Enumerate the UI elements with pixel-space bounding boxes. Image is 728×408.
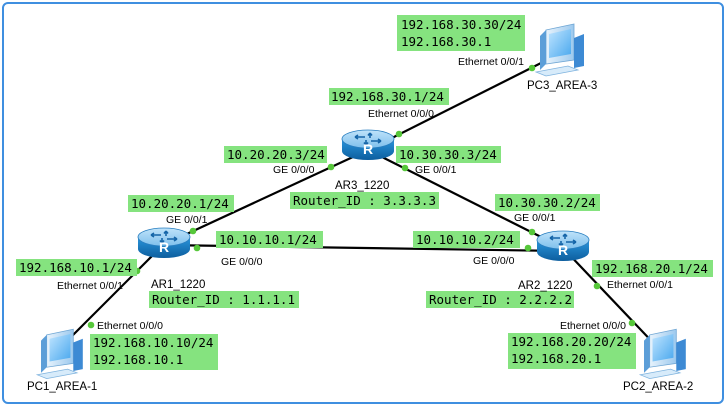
- ar3-router-id: Router_ID : 3.3.3.3: [293, 193, 436, 208]
- ar1-router-id: Router_ID : 1.1.1.1: [152, 292, 295, 307]
- ip-label-bg: [413, 231, 520, 248]
- pc3-gateway: 192.168.30.1: [401, 34, 491, 49]
- port-dot: [528, 228, 536, 236]
- ip-label-bg: [396, 146, 501, 163]
- ip-label-bg: [495, 194, 600, 211]
- port-dot: [87, 321, 95, 329]
- ar3-ge000-port-label: GE 0/0/0: [273, 164, 315, 176]
- router-ar1-icon[interactable]: [137, 227, 191, 259]
- port-dot: [193, 244, 201, 252]
- pc1-icon[interactable]: [36, 328, 84, 380]
- ar1-ethernet-ip: 192.168.10.1/24: [19, 260, 132, 275]
- pc1-ip: 192.168.10.10/24: [93, 335, 213, 350]
- ip-label-bg: [224, 146, 327, 163]
- ar3-ge001-port-label: GE 0/0/1: [415, 164, 457, 176]
- ip-label-bg: [128, 195, 234, 212]
- ar1-ethernet-port-label: Ethernet 0/0/1: [57, 280, 123, 292]
- ip-label-bg: [592, 260, 713, 277]
- ip-label-bg: [329, 88, 449, 105]
- pc1-gateway: 192.168.10.1: [93, 352, 183, 367]
- ar2-ge001-port-label: GE 0/0/1: [514, 212, 556, 224]
- pc2-ip: 192.168.20.20/24: [511, 334, 631, 349]
- ar3-ethernet-ip: 192.168.30.1/24: [331, 89, 444, 104]
- port-dot: [189, 227, 197, 235]
- router-id-bg: [426, 291, 574, 308]
- pc3-name: PC3_AREA-3: [527, 80, 597, 92]
- pc3-port-label: Ethernet 0/0/1: [458, 56, 524, 68]
- ar2-ge000-port-label: GE 0/0/0: [473, 255, 515, 267]
- ar1-ge001-ip: 10.20.20.1/24: [131, 196, 229, 211]
- ip-label-bg: [397, 15, 525, 51]
- ar3-ge000-ip: 10.20.20.3/24: [227, 147, 325, 162]
- port-dot: [401, 164, 409, 172]
- port-dot: [395, 130, 403, 138]
- router-ar3-icon[interactable]: [341, 129, 395, 161]
- ar3-ethernet-port-label: Ethernet 0/0/0: [368, 108, 434, 120]
- ar2-ge001-ip: 10.30.30.2/24: [498, 195, 596, 210]
- ar3-name: AR3_1220: [335, 180, 389, 192]
- pc3-icon[interactable]: [535, 23, 585, 77]
- ip-label-bg: [508, 333, 636, 369]
- ip-label-bg: [16, 259, 137, 276]
- router-ar2-icon[interactable]: [536, 230, 590, 262]
- port-dot: [524, 244, 532, 252]
- ar2-name: AR2_1220: [518, 280, 572, 292]
- ar2-ethernet-ip: 192.168.20.1/24: [595, 261, 708, 276]
- pc1-port-label: Ethernet 0/0/0: [97, 320, 163, 332]
- ip-label-bg: [216, 231, 323, 248]
- port-dot: [593, 282, 601, 290]
- link-ar1-pc1: [59, 244, 164, 349]
- port-dot: [528, 64, 536, 72]
- ar3-ge001-ip: 10.30.30.3/24: [399, 147, 497, 162]
- port-dot: [327, 163, 335, 171]
- ar2-ethernet-port-label: Ethernet 0/0/1: [607, 279, 673, 291]
- ar1-name: AR1_1220: [151, 279, 205, 291]
- port-dot: [628, 319, 636, 327]
- router-id-bg: [290, 192, 439, 209]
- link-ar2-pc2: [562, 247, 661, 351]
- router-id-bg: [149, 291, 299, 308]
- pc2-gateway: 192.168.20.1: [511, 351, 601, 366]
- ar1-ge000-port-label: GE 0/0/0: [221, 256, 263, 268]
- pc2-port-label: Ethernet 0/0/0: [560, 320, 626, 332]
- ar1-ge000-ip: 10.10.10.1/24: [219, 232, 317, 247]
- pc2-name: PC2_AREA-2: [623, 381, 693, 393]
- ip-label-bg: [90, 334, 218, 370]
- pc1-name: PC1_AREA-1: [27, 381, 97, 393]
- ar1-ge001-port-label: GE 0/0/1: [166, 214, 208, 226]
- ar2-ge000-ip: 10.10.10.2/24: [416, 232, 514, 247]
- ar2-router-id: Router_ID : 2.2.2.2: [429, 292, 572, 307]
- pc3-ip: 192.168.30.30/24: [401, 17, 521, 32]
